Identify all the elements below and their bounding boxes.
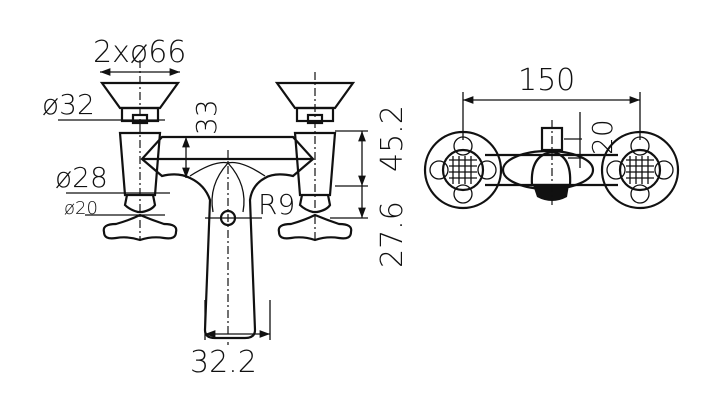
- front-view: 2xø66 ø32 ø28 ø20 33 R9 32.2 45.2 27.6: [42, 35, 410, 380]
- dim-height-upper: 45.2: [375, 105, 410, 172]
- dim-thread-diameter: ø20: [64, 198, 98, 219]
- dim-center-distance: 150: [518, 63, 575, 98]
- top-view: 150 20: [423, 63, 680, 210]
- left-cross-handle: [429, 136, 497, 204]
- dim-body-diameter: ø28: [55, 161, 108, 194]
- right-handle: [274, 72, 356, 242]
- dim-body-height: 33: [190, 99, 223, 135]
- dim-cap-diameter: ø32: [42, 88, 95, 121]
- dim-spout-width: 32.2: [190, 345, 257, 380]
- dim-spout-radius: R9: [258, 188, 295, 221]
- right-cross-handle: [606, 136, 674, 204]
- dim-height-lower: 27.6: [375, 201, 410, 268]
- left-handle: [99, 60, 181, 242]
- dim-handle-diameter: 2xø66: [93, 35, 186, 70]
- faucet-body: [140, 135, 315, 345]
- dim-offset: 20: [586, 119, 619, 155]
